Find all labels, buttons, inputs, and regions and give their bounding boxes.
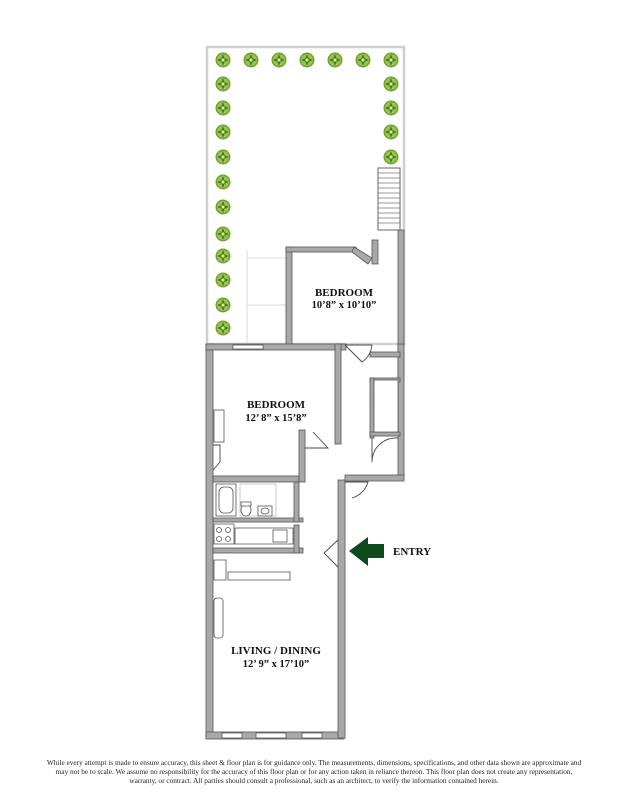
room-dimensions: 12’ 8” x 15’8” xyxy=(245,413,306,424)
tree-icon xyxy=(243,52,259,68)
tree-icon xyxy=(215,320,231,336)
tree-icon xyxy=(215,248,231,264)
tree-icon xyxy=(383,76,399,92)
room-name: BEDROOM xyxy=(247,399,306,411)
room-living-dining: LIVING / DINING 12’ 9” x 17’10” xyxy=(231,645,321,670)
room-dimensions: 10’8” x 10’10” xyxy=(312,300,377,311)
tree-icon xyxy=(327,52,343,68)
tree-icon xyxy=(383,124,399,140)
tree-icon xyxy=(215,52,231,68)
room-dimensions: 12’ 9” x 17’10” xyxy=(243,659,310,670)
tree-icon xyxy=(215,100,231,116)
disclaimer-text: While every attempt is made to ensure ac… xyxy=(46,758,582,785)
tree-icon xyxy=(383,100,399,116)
tree-icon xyxy=(355,52,371,68)
room-bedroom-front: BEDROOM 12’ 8” x 15’8” xyxy=(245,399,306,424)
windows xyxy=(221,344,323,739)
room-bedroom-rear: BEDROOM 10’8” x 10’10” xyxy=(312,287,377,311)
tree-icon xyxy=(383,52,399,68)
tree-icon xyxy=(383,149,399,165)
tree-icon xyxy=(215,76,231,92)
garden-stairs xyxy=(377,167,401,231)
tree-icon xyxy=(215,149,231,165)
rear-bedroom-walls xyxy=(285,229,405,381)
tree-icon xyxy=(215,174,231,190)
tree-icon xyxy=(271,52,287,68)
entry-label: ENTRY xyxy=(393,546,431,558)
tree-icon xyxy=(215,226,231,242)
fixtures xyxy=(213,379,399,639)
arrow-left-icon xyxy=(349,537,384,566)
room-name: LIVING / DINING xyxy=(231,645,321,657)
tree-icon xyxy=(215,297,231,313)
room-name: BEDROOM xyxy=(315,287,374,299)
tree-icon xyxy=(215,272,231,288)
tree-icon xyxy=(215,124,231,140)
tree-icon xyxy=(215,199,231,215)
entry-marker: ENTRY xyxy=(349,537,431,566)
tree-icon xyxy=(299,52,315,68)
